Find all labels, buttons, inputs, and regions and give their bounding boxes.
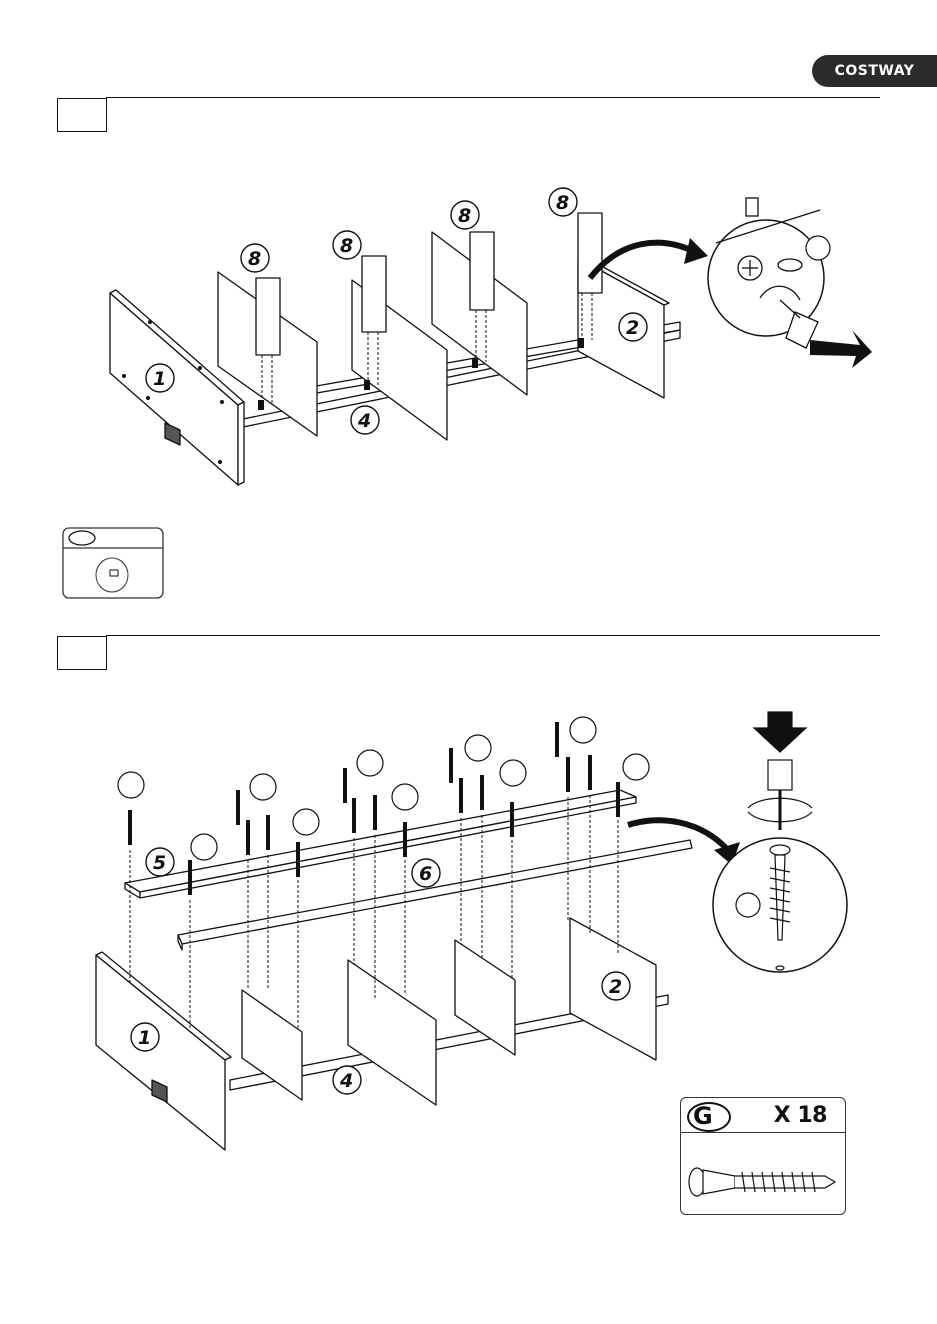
panel-1-b [96,955,225,1150]
svg-text:4: 4 [339,1070,353,1092]
part-label-6: 6 [412,859,440,887]
part-label-4-b: 4 [333,1066,361,1094]
svg-text:6: 6 [419,863,432,885]
part-label-5: 5 [146,848,174,876]
hardware-letter: G [693,1102,713,1130]
hardware-box-divider [681,1132,845,1133]
hardware-quantity: X 18 [774,1103,827,1128]
top-rail-6 [178,840,692,944]
part-label-1-b: 1 [131,1023,159,1051]
svg-text:5: 5 [153,852,166,874]
part-label-2-b: 2 [602,972,630,1000]
svg-text:1: 1 [138,1027,151,1049]
hardware-box-g: G X 18 [680,1097,846,1215]
svg-text:2: 2 [609,976,622,998]
